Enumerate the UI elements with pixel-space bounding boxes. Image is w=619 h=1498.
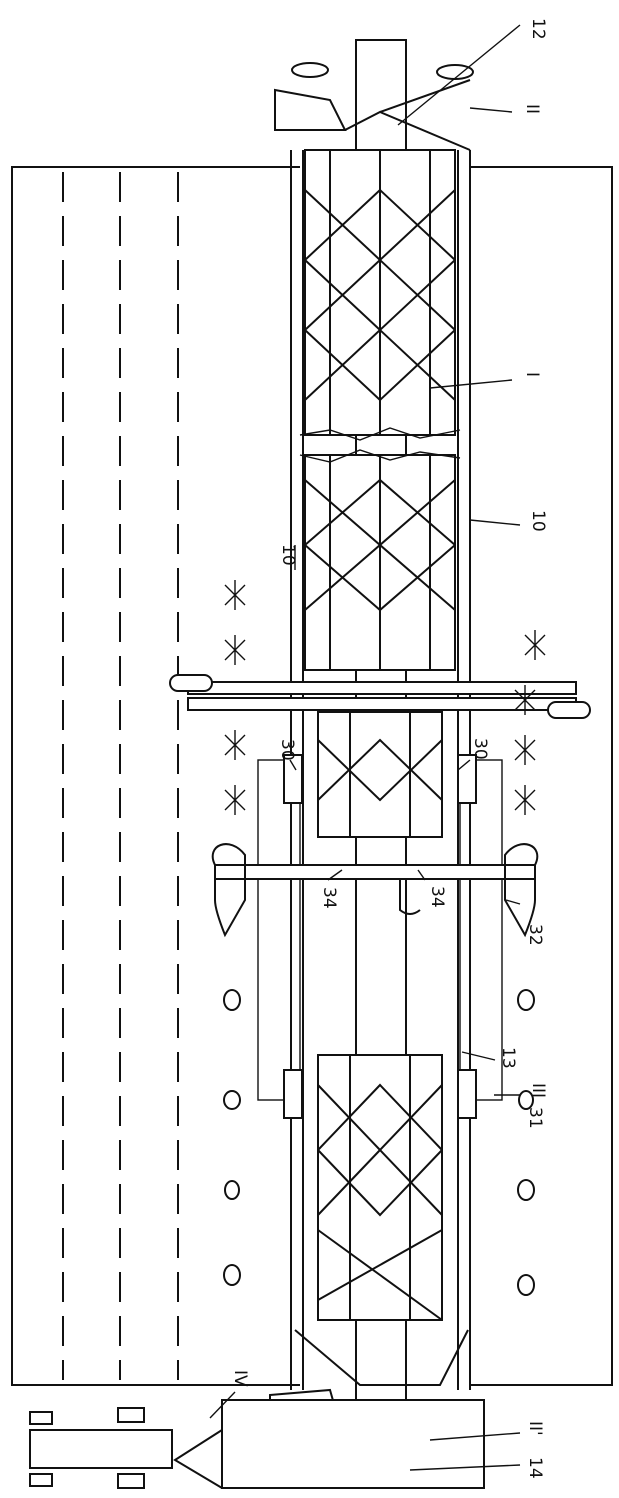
middle-truss [299, 449, 461, 671]
label-II: II [522, 104, 542, 114]
upper-truss [299, 149, 461, 441]
towing-vehicle [29, 1399, 485, 1489]
top-hitch [274, 62, 474, 151]
label-31: 31 [525, 1107, 545, 1129]
label-III: III [528, 1083, 548, 1098]
leader-lines [209, 24, 521, 1471]
label-10-right: 10 [528, 510, 548, 532]
field-stones [223, 989, 535, 1296]
label-34-left: 34 [319, 887, 339, 909]
label-34-right: 34 [427, 886, 447, 908]
lower-truss [317, 711, 443, 838]
label-30-left: 30 [277, 739, 297, 761]
crossbar-with-wheels [169, 674, 591, 719]
label-13: 13 [498, 1047, 518, 1069]
label-10-left: 10 [278, 544, 298, 566]
hook-assembly [211, 843, 539, 938]
field-area [11, 166, 613, 1386]
bottom-truss [294, 1054, 469, 1386]
label-I: I [522, 372, 542, 377]
label-IV: IV [230, 1370, 250, 1387]
label-12: 12 [528, 18, 548, 40]
label-14: 14 [525, 1457, 545, 1479]
label-II-prime: II' [525, 1421, 545, 1436]
label-30-right: 30 [470, 738, 490, 760]
label-32: 32 [525, 924, 545, 946]
field-plants [224, 580, 546, 815]
